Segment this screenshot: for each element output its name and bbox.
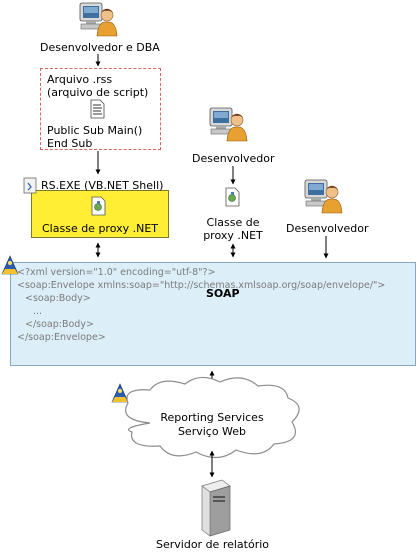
- developer-middle-icon: [209, 107, 248, 142]
- middle-proxy-dll-icon: [225, 187, 240, 207]
- xml-body-open: <soap:Body>: [25, 293, 91, 304]
- rs-exe-icon: [23, 177, 37, 194]
- xml-body-close: </soap:Body>: [25, 319, 94, 330]
- middle-proxy-label-2: proxy .NET: [203, 229, 263, 242]
- xml-body-ellipsis: ...: [33, 306, 43, 317]
- script-document-icon: [90, 99, 105, 119]
- service-label-2: Serviço Web: [177, 425, 247, 438]
- middle-proxy-label-1: Classe de: [206, 216, 260, 229]
- proxy-class-label: Classe de proxy .NET: [42, 222, 159, 235]
- service-wizard-icon: [111, 383, 129, 403]
- xml-declaration: <?xml version="1.0" encoding="utf-8"?>: [17, 267, 216, 278]
- script-code-line1: Public Sub Main(): [47, 124, 143, 137]
- report-server-label: Servidor de relatório: [156, 538, 270, 551]
- script-file-sublabel: (arquivo de script): [47, 86, 149, 99]
- script-code-line2: End Sub: [47, 137, 93, 150]
- developer-middle-label: Desenvolvedor: [192, 152, 275, 165]
- script-file-label: Arquivo .rss: [47, 73, 113, 86]
- service-label-1: Reporting Services: [160, 411, 264, 424]
- web-service-cloud: [125, 376, 300, 459]
- rs-exe-label: RS.EXE (VB.NET Shell): [41, 179, 164, 192]
- developer-dba-label: Desenvolvedor e DBA: [40, 41, 160, 54]
- developer-dba-icon: [79, 2, 118, 37]
- developer-right-icon: [304, 179, 343, 214]
- proxy-dll-icon: [91, 196, 106, 216]
- xml-envelope-open: <soap:Envelope xmlns:soap="http://schema…: [17, 280, 386, 291]
- xml-envelope-close: </soap:Envelope>: [17, 332, 106, 343]
- report-server-icon: [201, 479, 231, 537]
- soap-title: SOAP: [206, 287, 240, 300]
- developer-right-label: Desenvolvedor: [286, 222, 369, 235]
- soap-message-box: [10, 262, 416, 366]
- soap-wizard-icon: [1, 255, 19, 275]
